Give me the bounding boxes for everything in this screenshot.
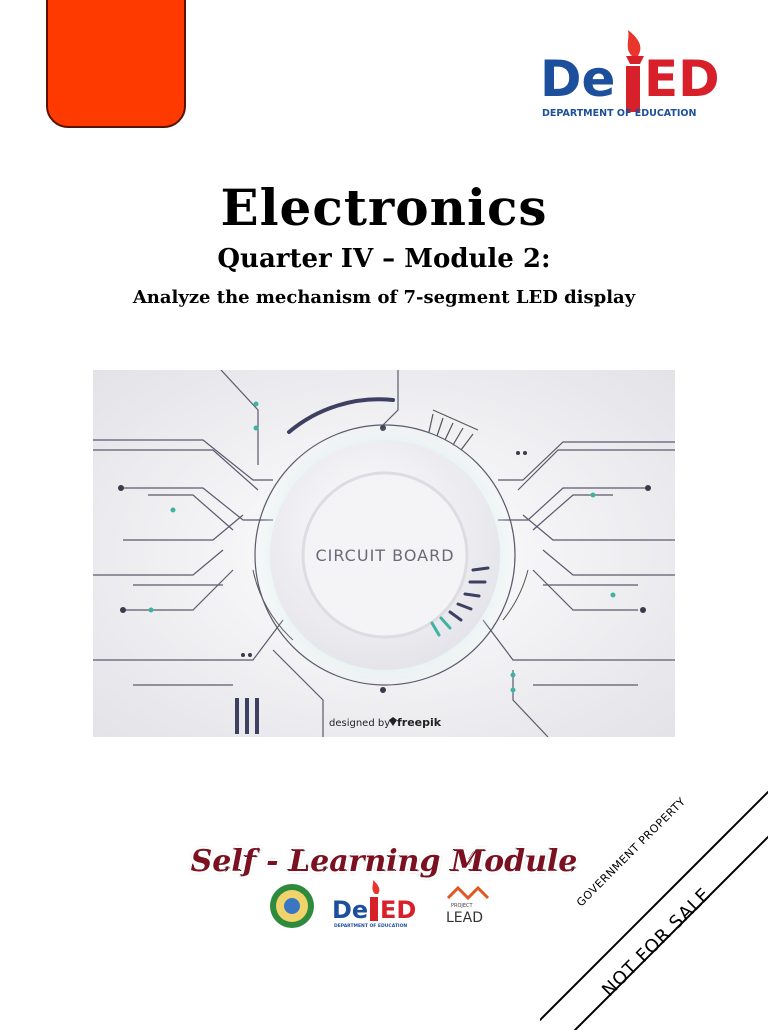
not-for-sale-stamp: [540, 790, 768, 1030]
svg-text:PROJECT: PROJECT: [451, 903, 474, 909]
circuit-board-label: CIRCUIT BOARD: [315, 546, 454, 565]
freepik-icon: [389, 717, 397, 726]
red-corner-tab: [46, 0, 186, 128]
svg-text:De: De: [332, 896, 368, 924]
partner-logos: De ED DEPARTMENT OF EDUCATION PROJECT LE…: [270, 880, 490, 929]
svg-text:DEPARTMENT OF EDUCATION: DEPARTMENT OF EDUCATION: [334, 923, 407, 929]
module-description: Analyze the mechanism of 7-segment LED d…: [132, 287, 636, 308]
credit-prefix: designed by: [329, 718, 390, 729]
document-title: Electronics: [220, 178, 548, 237]
deped-small-logo: De ED DEPARTMENT OF EDUCATION: [332, 880, 416, 929]
module-subtitle: Quarter IV – Module 2:: [217, 244, 551, 274]
deped-logo-subtext: DEPARTMENT OF EDUCATION: [542, 108, 697, 119]
credit-brand: freepik: [397, 716, 442, 729]
svg-text:LEAD: LEAD: [446, 910, 483, 926]
svg-text:ED: ED: [644, 50, 720, 108]
project-lead-logo: PROJECT LEAD: [446, 885, 490, 926]
deped-logo-text: De: [540, 50, 615, 108]
svg-text:ED: ED: [380, 896, 416, 924]
deped-logo: De ED DEPARTMENT OF EDUCATION: [540, 30, 720, 119]
torch-flame-icon: [627, 30, 641, 56]
self-learning-module-title: Self - Learning Module: [190, 844, 578, 879]
circuit-board-illustration: CIRCUIT BOARD designed by freepik: [93, 370, 675, 737]
school-seal-icon: [270, 884, 314, 928]
